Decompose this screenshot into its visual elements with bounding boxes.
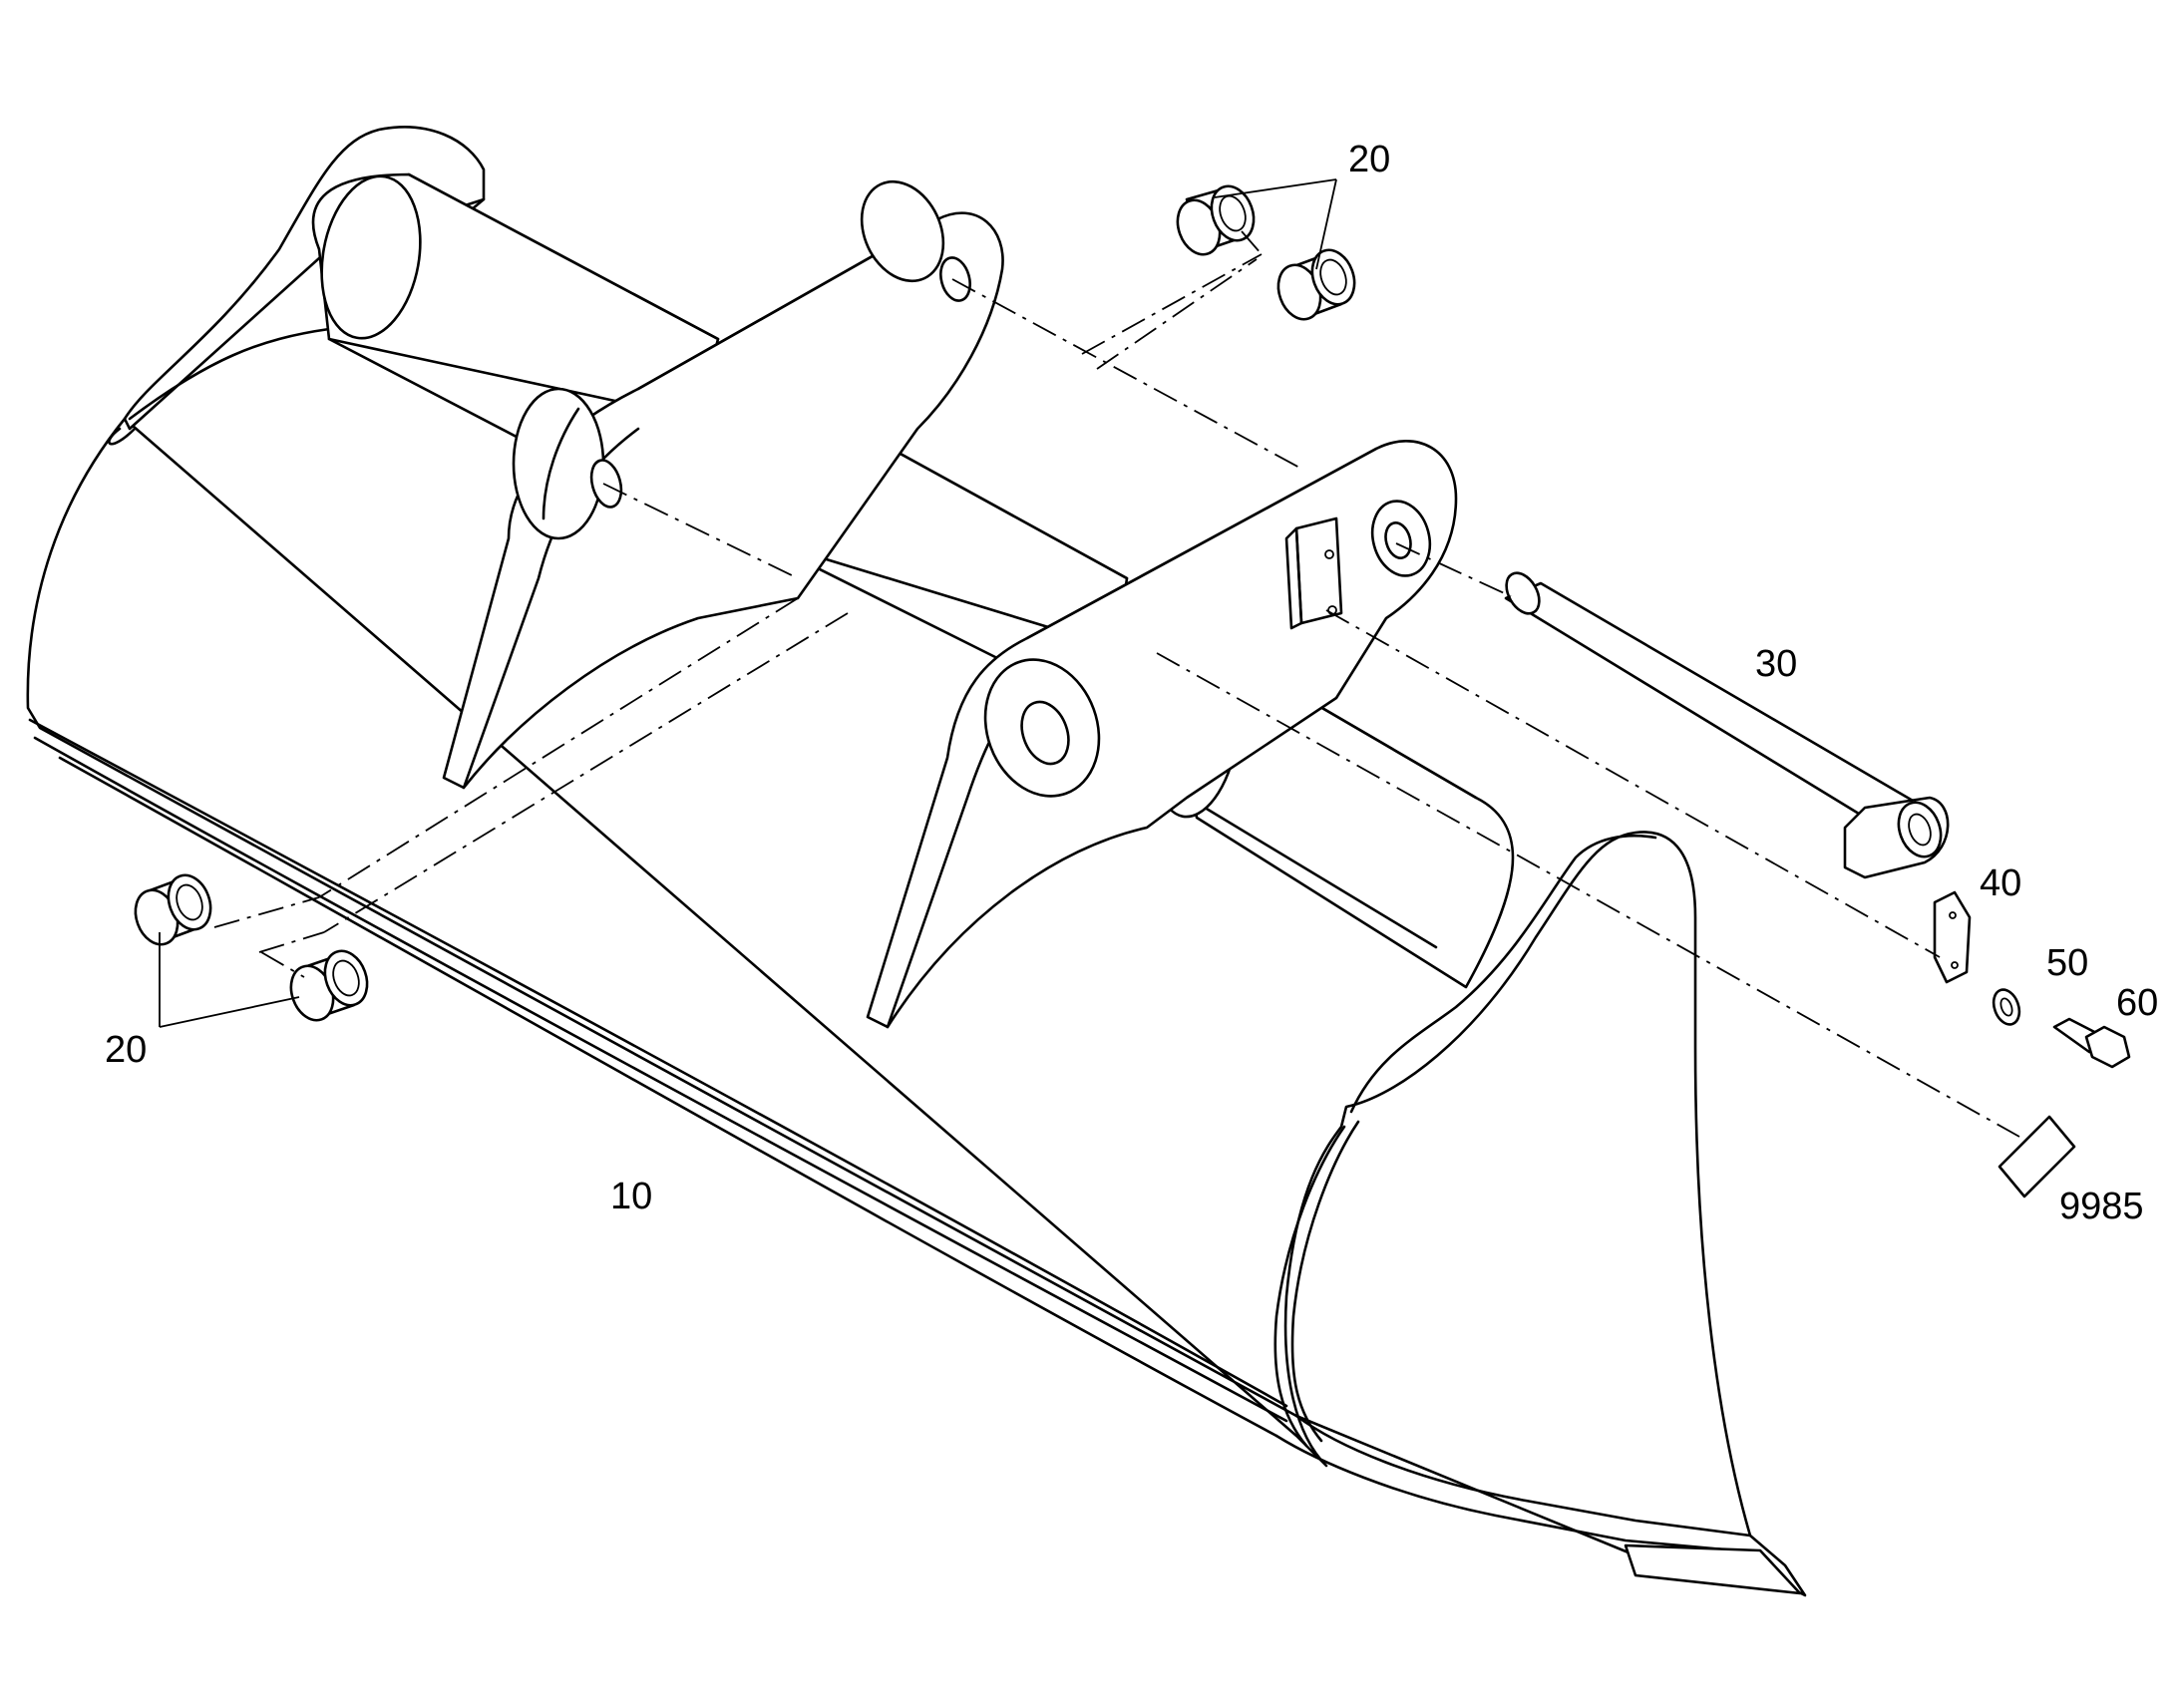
retainer-plate	[1933, 890, 1972, 984]
callout-40: 40	[1980, 862, 2021, 904]
bushings	[134, 184, 1356, 1022]
callout-20-top: 20	[1348, 139, 1390, 180]
decal	[1998, 1115, 2076, 1198]
pin	[1504, 571, 1950, 879]
callout-9985: 9985	[2059, 1186, 2144, 1227]
leader-lines	[159, 178, 1337, 1028]
callout-10: 10	[610, 1176, 652, 1217]
callout-20-bottom: 20	[105, 1029, 147, 1071]
callout-labels: 20 20 30 40 50 60 9985 10	[105, 139, 2158, 1227]
bushing-bottom-1	[134, 873, 212, 946]
bushing-bottom-2	[289, 949, 369, 1022]
bushing-top-1	[1176, 184, 1256, 256]
right-mounting-lug	[866, 440, 1458, 1029]
callout-30: 30	[1755, 643, 1797, 685]
left-mounting-lug	[442, 179, 1004, 790]
callout-50: 50	[2046, 942, 2088, 984]
bushing-top-2	[1276, 248, 1356, 321]
assembly-lines	[213, 230, 2020, 1138]
washer	[1992, 988, 2021, 1026]
callout-60: 60	[2116, 982, 2158, 1024]
bolt	[2052, 1017, 2131, 1069]
